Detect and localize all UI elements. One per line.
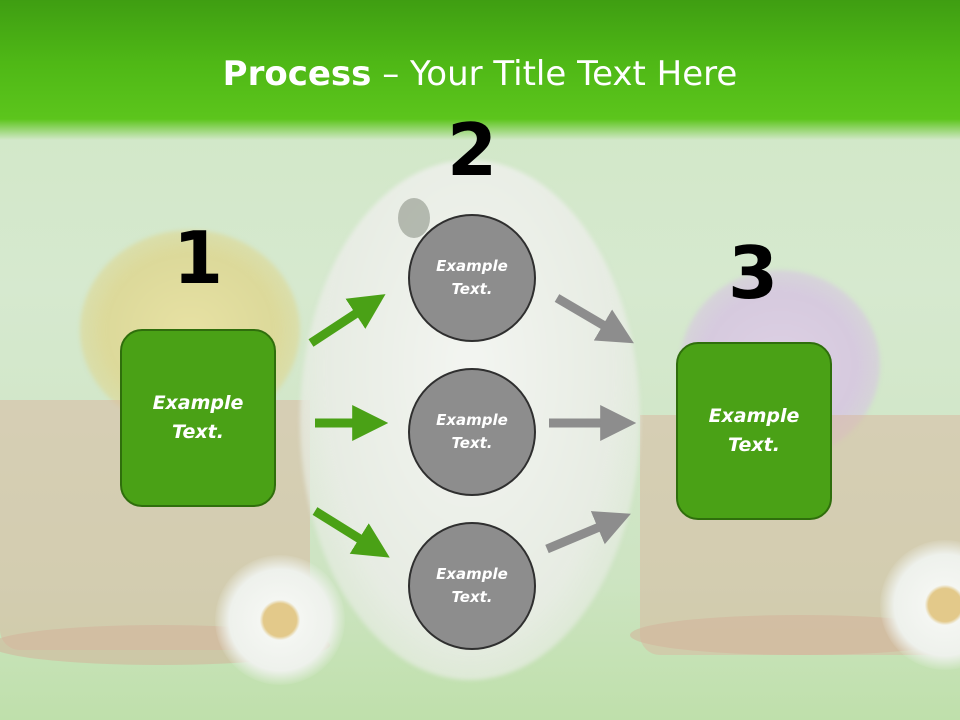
- slide-title: Process – Your Title Text Here: [0, 52, 960, 96]
- title-band: [0, 0, 960, 140]
- title-dash: –: [371, 54, 411, 94]
- step-3-box[interactable]: Example Text.: [676, 342, 832, 520]
- circle-middle-label: Example Text.: [436, 411, 508, 452]
- background-daisy-left: [215, 555, 345, 685]
- step-1-box[interactable]: Example Text.: [120, 329, 276, 507]
- arrow-top-to-3: [554, 294, 634, 344]
- step-number-1: 1: [172, 216, 224, 300]
- title-rest: Your Title Text Here: [410, 54, 738, 94]
- arrow-bottom-to-3: [545, 511, 631, 554]
- arrow-1-to-top: [308, 294, 386, 347]
- step-2-circle-bottom[interactable]: Example Text.: [408, 522, 536, 650]
- step-3-label: Example Text.: [708, 405, 800, 456]
- step-2-circle-top[interactable]: Example Text.: [408, 214, 536, 342]
- step-1-label: Example Text.: [152, 392, 244, 443]
- title-bold: Process: [222, 54, 372, 94]
- arrow-1-to-bottom: [312, 507, 390, 558]
- circle-top-label: Example Text.: [436, 257, 508, 298]
- background-bunny-eye: [398, 198, 430, 238]
- circle-bottom-label: Example Text.: [436, 565, 508, 606]
- step-number-3: 3: [727, 231, 779, 315]
- step-2-circle-middle[interactable]: Example Text.: [408, 368, 536, 496]
- step-number-2: 2: [446, 108, 498, 192]
